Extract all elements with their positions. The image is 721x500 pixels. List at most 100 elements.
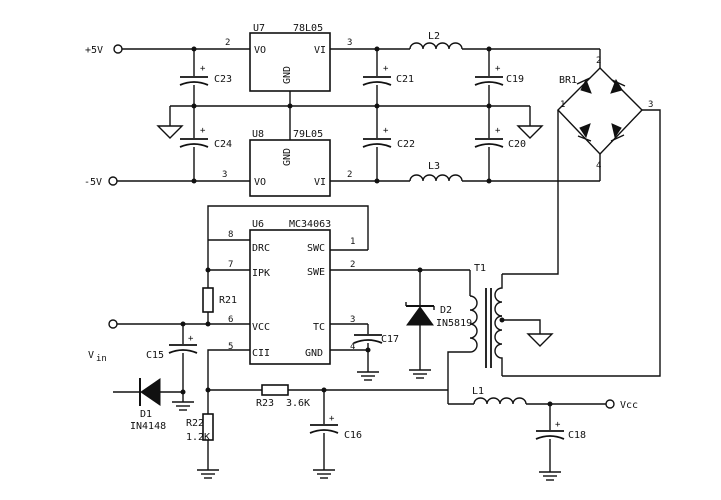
svg-text:C18: C18 (568, 430, 586, 441)
svg-text:TC: TC (313, 322, 325, 333)
svg-text:GND: GND (305, 348, 323, 359)
transformer-t1: T1 (447, 263, 503, 404)
svg-text:IN4148: IN4148 (130, 421, 166, 432)
svg-text:8: 8 (228, 230, 233, 240)
svg-text:1: 1 (350, 237, 355, 247)
svg-text:GND: GND (282, 148, 293, 166)
svg-text:R22: R22 (186, 418, 204, 429)
resistor-r23: R23 3.6K (256, 384, 310, 409)
svg-text:+: + (383, 64, 389, 74)
svg-text:C21: C21 (396, 74, 414, 85)
resistor-r22: R22 1.2K (186, 413, 214, 443)
svg-text:3.6K: 3.6K (286, 398, 310, 409)
svg-text:R23: R23 (256, 398, 274, 409)
svg-text:VI: VI (314, 45, 326, 56)
capacitor-c16: + C16 (309, 390, 362, 460)
capacitor-c19: + C19 (474, 49, 524, 106)
svg-text:+: + (188, 334, 194, 344)
svg-text:+: + (383, 126, 389, 136)
inductor-l1: L1 (472, 386, 527, 405)
vin-label: V in (88, 350, 107, 364)
ground-symbol-secondary (526, 333, 554, 347)
svg-text:2: 2 (350, 260, 355, 270)
capacitor-c20: + C20 (474, 106, 526, 181)
svg-text:3: 3 (350, 315, 355, 325)
capacitor-c21: + C21 (362, 49, 414, 106)
inductor-l2: L2 (409, 31, 463, 50)
ground-symbol-left (156, 106, 184, 139)
controller-u6: U6 MC34063 DRC IPK VCC CII SWC SWE TC GN… (249, 219, 331, 365)
svg-text:U6: U6 (252, 219, 264, 230)
svg-text:VO: VO (254, 45, 266, 56)
svg-text:4: 4 (350, 342, 355, 352)
svg-text:C17: C17 (381, 334, 399, 345)
bridge-rectifier-br1: BR1 2 1 3 4 (557, 56, 653, 171)
svg-text:BR1: BR1 (559, 75, 577, 86)
svg-text:L3: L3 (428, 161, 440, 172)
svg-text:DRC: DRC (252, 243, 270, 254)
svg-text:5: 5 (228, 342, 233, 352)
svg-text:79L05: 79L05 (293, 129, 323, 140)
svg-text:U8: U8 (252, 129, 264, 140)
svg-text:C20: C20 (508, 139, 526, 150)
svg-text:2: 2 (347, 170, 352, 180)
svg-text:in: in (96, 354, 107, 364)
capacitor-c15: + C15 (146, 324, 198, 392)
svg-text:78L05: 78L05 (293, 23, 323, 34)
svg-text:R21: R21 (219, 295, 237, 306)
vcc-label: Vcc (620, 400, 638, 411)
svg-text:+: + (555, 420, 561, 430)
svg-text:SWC: SWC (307, 243, 325, 254)
svg-text:1.2K: 1.2K (186, 432, 210, 443)
svg-text:7: 7 (228, 260, 233, 270)
svg-text:C22: C22 (397, 139, 415, 150)
svg-text:3: 3 (222, 170, 227, 180)
svg-text:2: 2 (596, 56, 601, 66)
capacitor-c23: + C23 (179, 49, 232, 106)
svg-text:C19: C19 (506, 74, 524, 85)
capacitor-c17: C17 (353, 324, 399, 362)
plus5v-terminal: +5V (85, 44, 123, 56)
svg-text:U7: U7 (253, 23, 265, 34)
svg-text:6: 6 (228, 315, 233, 325)
diode-d1: D1 IN4148 (113, 378, 183, 432)
svg-text:+: + (329, 414, 335, 424)
svg-text:SWE: SWE (307, 267, 325, 278)
resistor-r21: R21 (202, 287, 237, 313)
svg-text:CII: CII (252, 348, 270, 359)
svg-text:L1: L1 (472, 386, 484, 397)
svg-text:D2: D2 (440, 305, 452, 316)
vcc-terminal: Vcc (605, 399, 638, 411)
svg-text:C24: C24 (214, 139, 232, 150)
svg-text:1: 1 (560, 100, 565, 110)
minus5v-label: -5V (84, 177, 102, 188)
svg-text:VCC: VCC (252, 322, 270, 333)
svg-text:+: + (200, 64, 206, 74)
svg-text:MC34063: MC34063 (289, 219, 331, 230)
svg-text:+: + (495, 126, 501, 136)
svg-text:V: V (88, 350, 94, 361)
svg-text:IPK: IPK (252, 268, 270, 279)
svg-text:3: 3 (347, 38, 352, 48)
svg-text:4: 4 (596, 161, 601, 171)
inductor-l3: L3 (409, 161, 463, 182)
capacitor-c22: + C22 (362, 106, 415, 181)
regulator-u8: U8 79L05 VO VI GND (249, 129, 331, 197)
svg-text:C23: C23 (214, 74, 232, 85)
svg-text:C15: C15 (146, 350, 164, 361)
svg-text:C16: C16 (344, 430, 362, 441)
svg-text:L2: L2 (428, 31, 440, 42)
svg-text:IN5819: IN5819 (436, 318, 472, 329)
plus5v-label: +5V (85, 45, 103, 56)
svg-text:2: 2 (225, 38, 230, 48)
regulator-u7: U7 78L05 VO VI GND (249, 23, 331, 92)
svg-text:3: 3 (648, 100, 653, 110)
svg-text:VI: VI (314, 177, 326, 188)
svg-text:+: + (200, 126, 206, 136)
capacitor-c18: + C18 (535, 404, 586, 462)
svg-text:VO: VO (254, 177, 266, 188)
schottky-diode-d2: D2 IN5819 (405, 270, 472, 360)
minus5v-terminal: -5V (84, 176, 118, 188)
svg-text:D1: D1 (140, 409, 152, 420)
